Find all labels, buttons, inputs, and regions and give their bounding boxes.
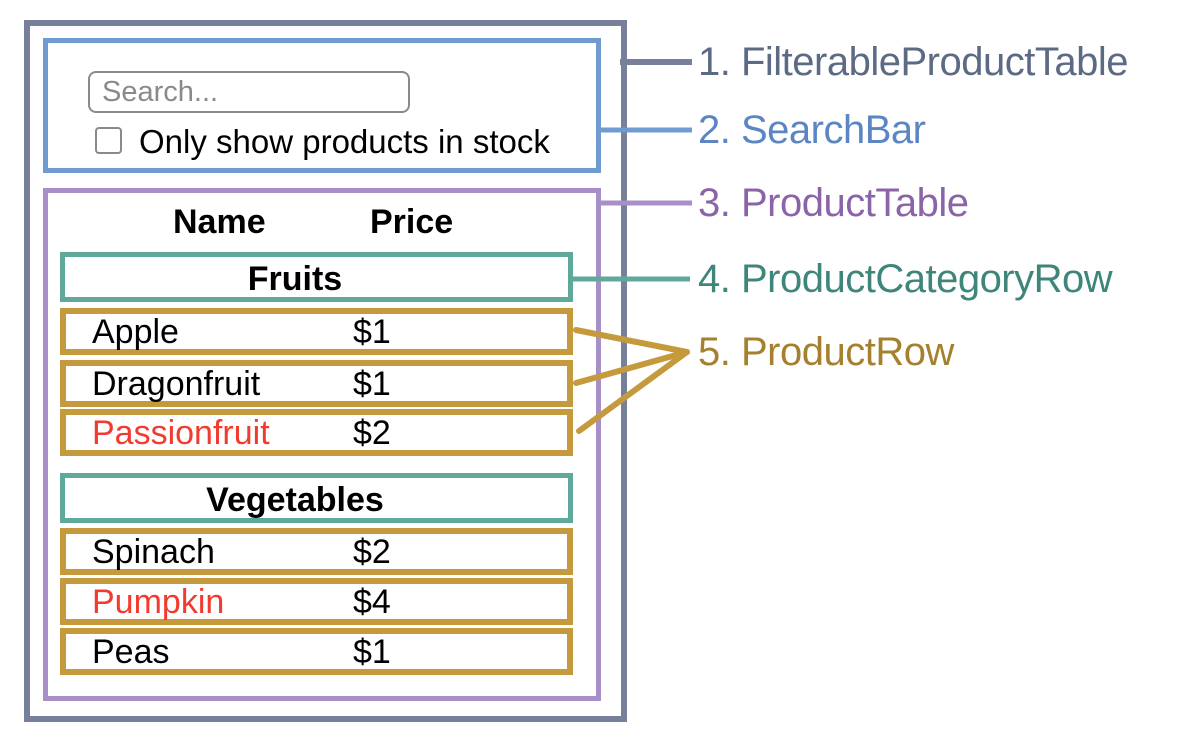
product-name: Spinach xyxy=(92,533,215,571)
product-name: Peas xyxy=(92,633,170,671)
product-name-out-of-stock: Pumpkin xyxy=(92,583,225,621)
product-price: $2 xyxy=(353,414,391,452)
column-header-price: Price xyxy=(370,203,454,241)
product-row-spinach: Spinach $2 xyxy=(60,528,573,575)
legend-product-row: 5. ProductRow xyxy=(698,330,954,374)
legend-product-table: 3. ProductTable xyxy=(698,181,969,225)
in-stock-checkbox[interactable] xyxy=(95,127,122,154)
product-name: Dragonfruit xyxy=(92,365,261,403)
product-row-dragonfruit: Dragonfruit $1 xyxy=(60,360,573,407)
product-name: Apple xyxy=(92,313,179,351)
category-row-fruits: Fruits xyxy=(60,252,573,302)
product-row-peas: Peas $1 xyxy=(60,628,573,675)
category-label: Vegetables xyxy=(206,481,384,519)
category-label: Fruits xyxy=(247,260,343,298)
category-row-vegetables: Vegetables xyxy=(60,473,573,523)
product-row-pumpkin: Pumpkin $4 xyxy=(60,578,573,625)
product-price: $1 xyxy=(353,633,391,671)
product-row-apple: Apple $1 xyxy=(60,308,573,355)
column-header-name: Name xyxy=(173,203,266,241)
product-row-passionfruit: Passionfruit $2 xyxy=(60,409,573,456)
search-input[interactable] xyxy=(88,71,410,113)
product-price: $2 xyxy=(353,533,391,571)
legend-product-category-row: 4. ProductCategoryRow xyxy=(698,257,1113,301)
product-price: $1 xyxy=(353,365,391,403)
product-price: $4 xyxy=(353,583,391,621)
product-price: $1 xyxy=(353,313,391,351)
legend-filterable-product-table: 1. FilterableProductTable xyxy=(698,40,1128,84)
product-name-out-of-stock: Passionfruit xyxy=(92,414,270,452)
in-stock-checkbox-label: Only show products in stock xyxy=(139,123,550,160)
legend-search-bar: 2. SearchBar xyxy=(698,108,926,152)
